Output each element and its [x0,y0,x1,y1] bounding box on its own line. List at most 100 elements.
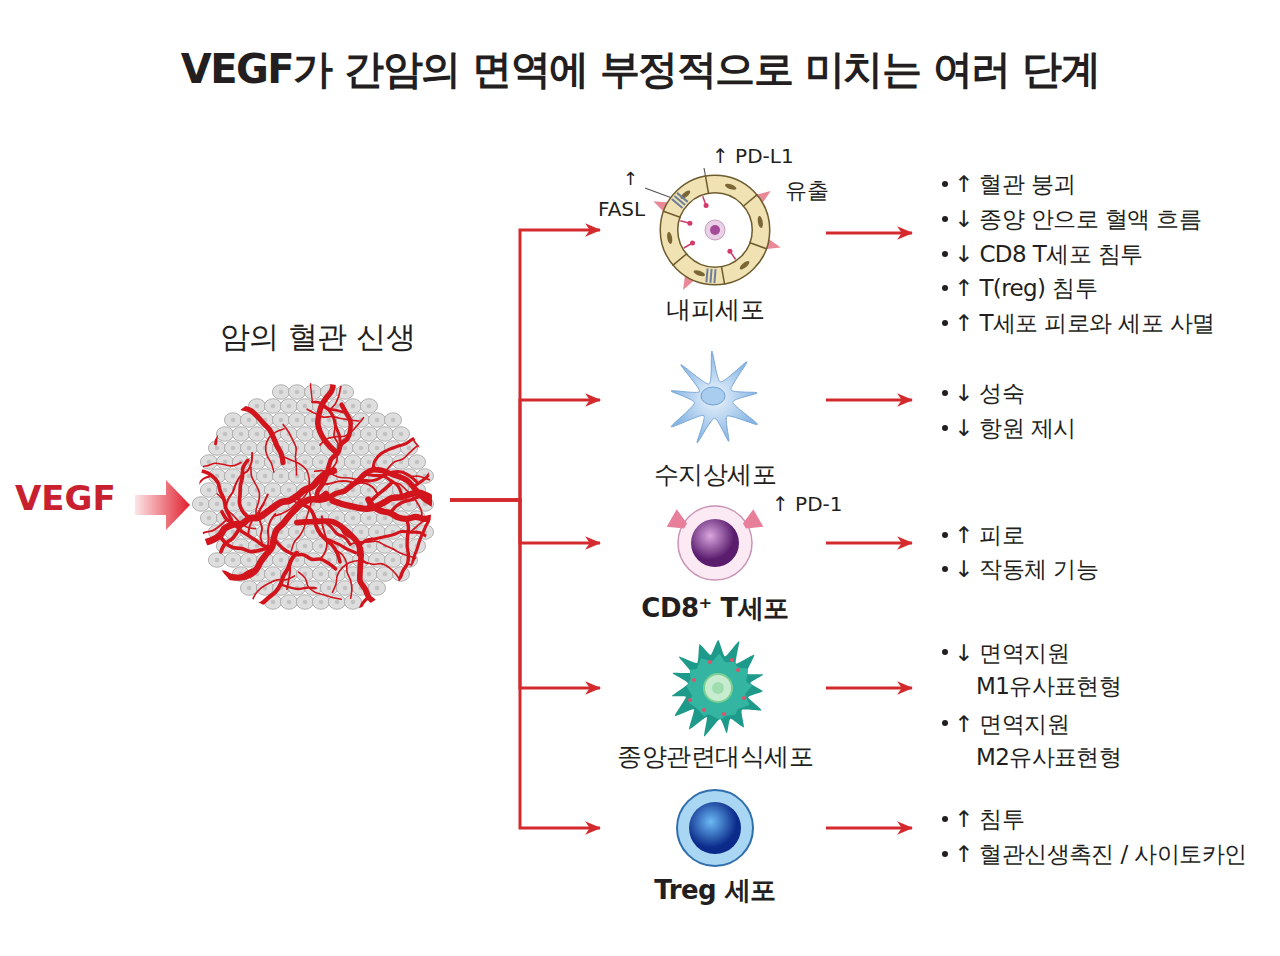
tumor-cell [288,441,305,456]
effect-item: ↓ CD8 T세포 침투 [954,239,1142,269]
cell-nucleus [415,460,420,465]
tumor-cell [224,413,241,428]
blood-vessel [307,409,359,421]
node-label: Treg 세포 [600,874,830,907]
cell-nucleus [367,544,372,549]
bullet [942,851,948,857]
granule [742,696,746,700]
cell-nucleus [215,502,220,507]
blood-vessel [287,555,295,590]
blood-vessel [266,429,284,472]
blood-vessel [226,453,252,508]
macrophage-inner [687,654,752,720]
cell-nucleus [271,488,276,493]
blood-vessel [285,499,331,523]
cell-nucleus [367,404,372,409]
change-arrow: ↑ [623,168,638,191]
result-arrow [826,232,912,235]
cell-membrane [678,506,752,580]
blood-vessel [297,521,380,638]
tumor-cell [272,413,289,428]
blood-vessel [512,487,546,495]
cell-nucleus [247,586,252,591]
cell-nucleus [327,586,332,591]
cell-nucleus [247,418,252,423]
bullet [942,566,948,572]
cell-nucleus [279,474,284,479]
cell-nucleus [311,446,316,451]
result-arrow [826,399,912,402]
cell-nucleus [391,418,396,423]
tumor-cell [296,427,313,442]
node-label: 종양관련대식세포 [600,741,830,772]
cell-nucleus [666,232,673,245]
tumor-cell [288,385,305,400]
blood-vessel [251,467,260,519]
cell-nucleus [375,418,380,423]
blood-vessel [274,484,316,516]
receptor-stripe [677,193,688,202]
bullet [942,390,948,396]
branch-arrow [450,230,600,500]
blood-vessel [477,475,542,521]
cell-nucleus [407,446,412,451]
cell-nucleus [255,432,260,437]
result-arrow [826,687,912,690]
cell-nucleus [231,446,236,451]
blood-vessel [215,494,326,578]
cell-nucleus [311,530,316,535]
tumor-cell [256,469,273,484]
blood-vessel [514,435,536,481]
blood-vessel [407,564,436,614]
cell-nucleus [375,558,380,563]
effect-item: ↓ 작동체 기능 [954,554,1098,584]
blood-vessel [461,443,490,506]
cell-nucleus [279,558,284,563]
cell-nucleus [701,387,725,405]
cell-nucleus [271,600,276,605]
cell-nucleus [399,432,404,437]
tumor-cell [280,595,297,610]
cell-divider [721,266,724,285]
cell-nucleus [351,460,356,465]
node-label: 내피세포 [600,294,830,325]
cell-nucleus [303,432,308,437]
blood-vessel [335,550,352,598]
ligand-head [687,221,692,226]
cell-nucleus [343,586,348,591]
tumor-cell [224,553,241,568]
tumor-cell [304,385,321,400]
receptor [706,269,715,284]
tumor-cell [288,525,305,540]
branch-arrow [450,500,600,688]
granule [692,678,696,682]
dendritic-cell-body [671,351,757,443]
tumor-cell [312,595,329,610]
receptor-stripe [706,269,707,283]
node-shape [185,312,450,632]
granule [688,698,692,702]
cell-nucleus [359,530,364,535]
cell-nucleus [215,446,220,451]
tumor-cell [280,399,297,414]
blood-vessel [400,519,409,580]
macrophage-body [672,640,763,737]
effect-item: ↑ 면역지원 M2유사표현형 [954,708,1146,774]
tumor-cell [368,413,385,428]
blood-vessel [383,441,433,476]
cell-node: CD8⁺ T세포 [600,500,830,628]
cell-node: 수지상세포 [600,345,830,493]
blood-vessel [359,612,398,630]
cell-divider [663,211,681,217]
cell-nucleus [367,488,372,493]
cell-node: Treg 세포 [600,785,830,910]
blood-vessel [433,518,441,578]
blood-vessel [368,499,494,522]
cell-nucleus [343,446,348,451]
cell-nucleus [383,516,388,521]
granule [708,660,712,664]
blood-vessel [439,483,471,513]
cell-ring [669,184,761,276]
cell-nucleus [287,404,292,409]
